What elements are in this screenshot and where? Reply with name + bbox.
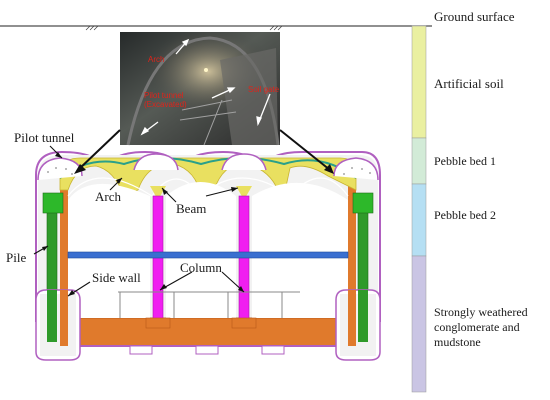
photo-rails (179, 99, 237, 146)
stratum-weathered-label-line-3: mudstone (434, 335, 481, 349)
middle-slab (67, 251, 349, 259)
photo-label-pilot-tunnel: Pilot tunnel (144, 91, 184, 100)
construction-photo: Arch Pilot tunnel (Excavated) Soil gate (120, 32, 280, 146)
ground-surface-label: Ground surface (434, 9, 515, 24)
bottom-slab (59, 317, 357, 347)
right-wall-lower (348, 290, 356, 346)
right-footing (231, 317, 257, 329)
label-arch: Arch (95, 189, 121, 204)
label-pile: Pile (6, 250, 26, 265)
stratum-weathered-label-line-1: Strongly weathered (434, 305, 528, 319)
stratum-pebble-bed-1-label: Pebble bed 1 (434, 154, 496, 168)
top-tunnel-dots (47, 167, 371, 175)
ground-hatch (85, 25, 283, 31)
left-wall-lower (60, 290, 68, 346)
photo-leader-arrowhead-right (324, 164, 334, 174)
right-side-wall (348, 186, 356, 318)
left-pile-lower (47, 290, 57, 342)
photo-lamp (204, 68, 208, 72)
stratum-pebble-bed-2-label: Pebble bed 2 (434, 208, 496, 222)
photo-tunnel-wall (220, 48, 278, 145)
stratum-weathered-band (411, 255, 427, 393)
stratum-pebble-bed-1-band (411, 137, 427, 185)
label-column: Column (180, 260, 222, 275)
photo-label-excavated: (Excavated) (144, 100, 187, 109)
left-pile-cap (42, 192, 64, 214)
stratum-artificial-soil-label: Artificial soil (434, 76, 504, 91)
arch-inner-curves (67, 177, 349, 197)
bottom-left-tunnel-fill (40, 294, 76, 356)
vault-1 (68, 183, 150, 318)
stratum-weathered-label-line-2: conglomerate and (434, 320, 520, 334)
right-pile-lower (358, 290, 368, 342)
platform-rails (118, 291, 300, 318)
label-pilot-tunnel: Pilot tunnel (14, 130, 75, 145)
label-beam: Beam (176, 201, 206, 216)
bottom-notches (129, 345, 285, 355)
vault-3 (252, 182, 348, 318)
top-pilot-tunnels (37, 153, 379, 181)
arch-rim (59, 157, 357, 179)
right-pile-cap (352, 192, 374, 214)
top-tunnel-2 (133, 153, 179, 171)
vault-2 (166, 182, 236, 318)
photo-arrows (140, 38, 271, 136)
photo-label-soil-gate: Soil gate (248, 85, 280, 94)
beam-right (236, 186, 252, 200)
stratum-pebble-bed-2-band (411, 183, 427, 257)
top-tunnel-3 (221, 153, 267, 171)
stratum-artificial-soil-band (411, 25, 427, 139)
strata-column (411, 25, 427, 393)
label-arrowheads (42, 152, 244, 296)
beam-left (150, 186, 166, 200)
photo-leader-arrowhead-left (74, 164, 86, 174)
label-side-wall: Side wall (92, 270, 141, 285)
photo-leader-lines (77, 129, 331, 171)
left-side-wall (60, 186, 68, 318)
station-structure (35, 150, 381, 361)
left-footing (145, 317, 171, 329)
photo-label-arch: Arch (148, 55, 164, 64)
top-tunnel-4 (333, 157, 379, 181)
